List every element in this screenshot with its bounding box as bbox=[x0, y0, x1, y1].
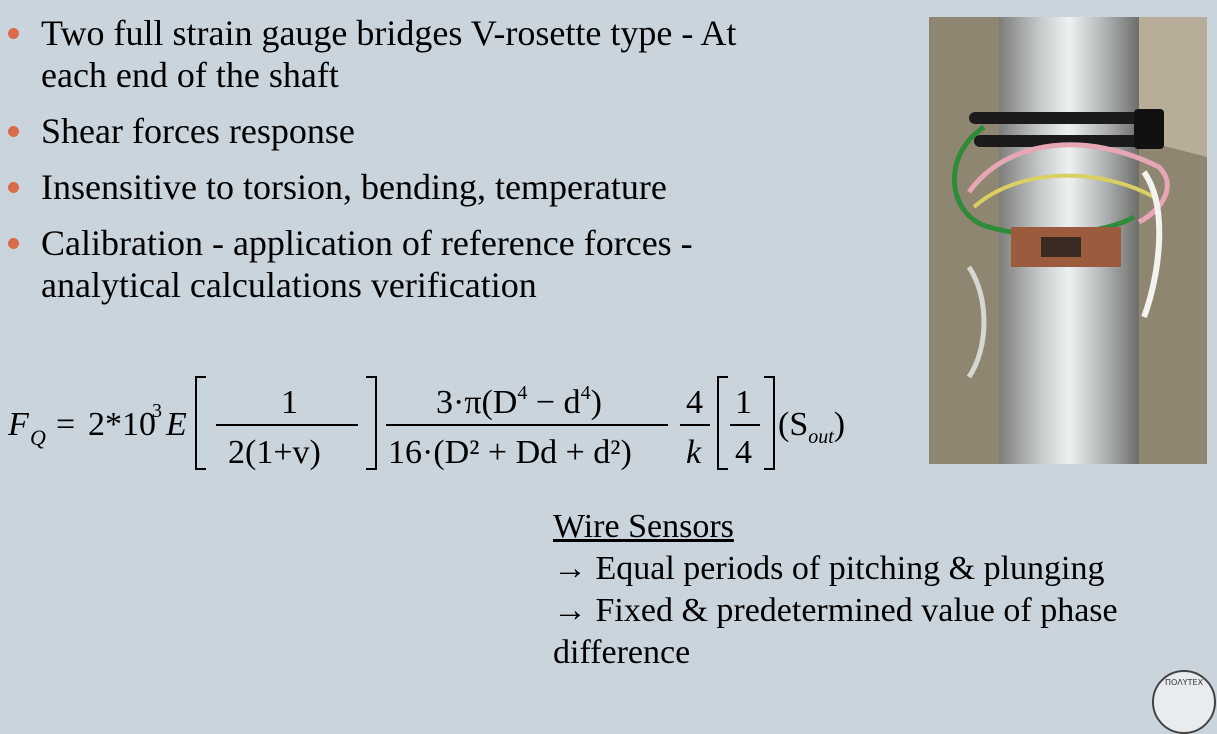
wire-sensors-line: → Fixed & predetermined value of phase bbox=[553, 592, 1118, 629]
strain-gauge-shaft-photo-icon bbox=[929, 17, 1207, 464]
bullet-item: Two full strain gauge bridges V-rosette … bbox=[8, 12, 888, 96]
wire-sensors-line: → Equal periods of pitching & plunging bbox=[553, 550, 1105, 587]
fraction3-denominator: k bbox=[686, 434, 702, 471]
bullet-line: Calibration - application of reference f… bbox=[41, 223, 693, 263]
bullet-item: Insensitive to torsion, bending, tempera… bbox=[8, 166, 888, 208]
bullet-line: Insensitive to torsion, bending, tempera… bbox=[41, 167, 667, 207]
bullet-dot-icon bbox=[8, 182, 19, 193]
right-bracket-1 bbox=[366, 376, 377, 470]
right-bracket-2 bbox=[764, 376, 775, 470]
fraction1-numerator: 1 bbox=[281, 384, 298, 421]
bullet-line: analytical calculations verification bbox=[41, 265, 537, 305]
bullet-line: Shear forces response bbox=[41, 111, 355, 151]
fraction3-numerator: 4 bbox=[686, 384, 703, 421]
bullet-dot-icon bbox=[8, 238, 19, 249]
bullet-item: Calibration - application of reference f… bbox=[8, 222, 888, 306]
left-bracket-2 bbox=[717, 376, 728, 470]
fraction1-denominator: 2(1+v) bbox=[228, 434, 321, 471]
formula-e: E bbox=[165, 406, 187, 443]
shear-force-formula: F Q = 2*10 3 E 1 2(1+v) 3·π(D4 − d4) 16·… bbox=[7, 376, 845, 471]
bullet-line: Two full strain gauge bridges V-rosette … bbox=[41, 13, 737, 53]
fraction2-numerator: 3·π(D4 − d4) bbox=[436, 382, 602, 421]
formula-coefficient: 2*10 bbox=[88, 406, 156, 443]
wire-sensors-notes: Wire Sensors → Equal periods of pitching… bbox=[553, 506, 1118, 674]
fraction4-numerator: 1 bbox=[735, 384, 752, 421]
bullet-line: each end of the shaft bbox=[41, 55, 339, 95]
bullet-list: Two full strain gauge bridges V-rosette … bbox=[8, 12, 888, 320]
formula-lhs: F bbox=[7, 406, 30, 443]
formula-s-term: (Sout) bbox=[778, 406, 845, 448]
university-seal-logo: ΠΟΛΥΤΕΧ bbox=[1152, 670, 1216, 734]
bullet-item: Shear forces response bbox=[8, 110, 888, 152]
formula-equals: = bbox=[56, 406, 75, 443]
formula-coefficient-exponent: 3 bbox=[152, 400, 162, 422]
fraction2-denominator: 16·(D² + Dd + d²) bbox=[388, 434, 632, 471]
bullet-dot-icon bbox=[8, 126, 19, 137]
left-bracket-1 bbox=[195, 376, 206, 470]
wire-sensors-heading: Wire Sensors bbox=[553, 508, 734, 545]
bullet-dot-icon bbox=[8, 28, 19, 39]
strain-gauge-photo bbox=[929, 17, 1207, 464]
fraction4-denominator: 4 bbox=[735, 434, 752, 471]
formula-lhs-subscript: Q bbox=[30, 425, 46, 450]
wire-sensors-line: difference bbox=[553, 634, 691, 671]
